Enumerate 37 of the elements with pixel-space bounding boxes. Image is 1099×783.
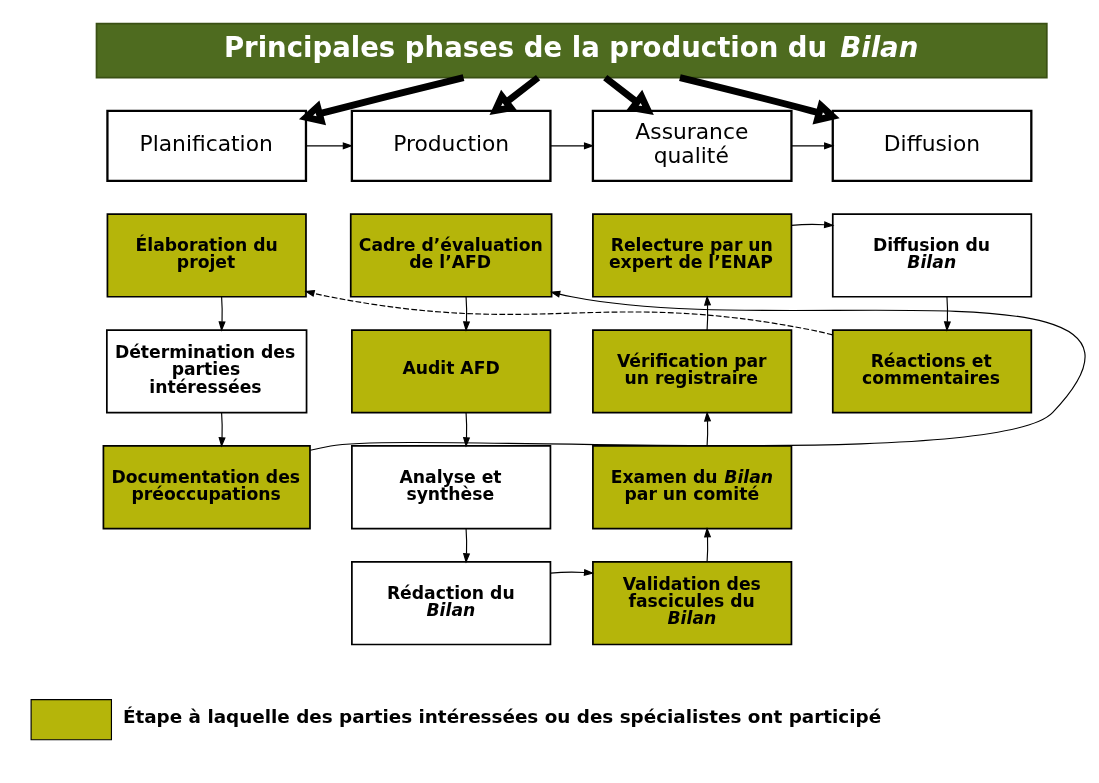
arrow [549,568,595,576]
arrow [309,290,1086,451]
arrow [462,295,471,332]
arrow [218,295,226,332]
arrow [489,74,541,115]
node-box: Vérification par un registraire [592,328,793,414]
node-box: Cadre d’évaluation de l’AFD [349,212,553,298]
node-box: Principales phases de la production du Bilan [95,22,1048,78]
arrow [790,220,835,228]
node-box: Détermination des parties intéressées [106,328,308,414]
node-box: Rédaction du Bilan [351,560,552,645]
node-box: Examen du Bilan par un comité [592,444,793,529]
node-box: Assurance qualité [591,109,793,182]
arrow [703,410,712,446]
arrow [462,411,471,448]
node-box: Audit AFD [351,328,552,414]
legend-label: Étape à laquelle des parties intéressées ou des spécialistes ont participé [122,705,882,727]
arrow [218,411,226,448]
node-box: Élaboration du projet [106,212,307,298]
node-box: Planification [106,109,308,182]
arrow [790,141,835,149]
node-box: Production [350,109,552,182]
arrow [305,141,354,149]
node-box: Réactions et commentaires [831,328,1033,414]
node-box: Diffusion [831,109,1033,182]
arrow [703,526,712,562]
node-box: Relecture par un expert de l’ENAP [592,212,793,298]
arrow [462,527,471,563]
node-box: Validation des fascicules du Bilan [592,560,793,645]
arrow [549,141,595,149]
node-box: Documentation des préoccupations [102,444,311,529]
arrow [603,74,654,115]
node-box: Analyse et synthèse [351,444,552,529]
arrow [304,289,834,335]
node-box: Diffusion du Bilan [831,212,1033,298]
arrow [943,295,952,332]
arrow [703,294,712,330]
